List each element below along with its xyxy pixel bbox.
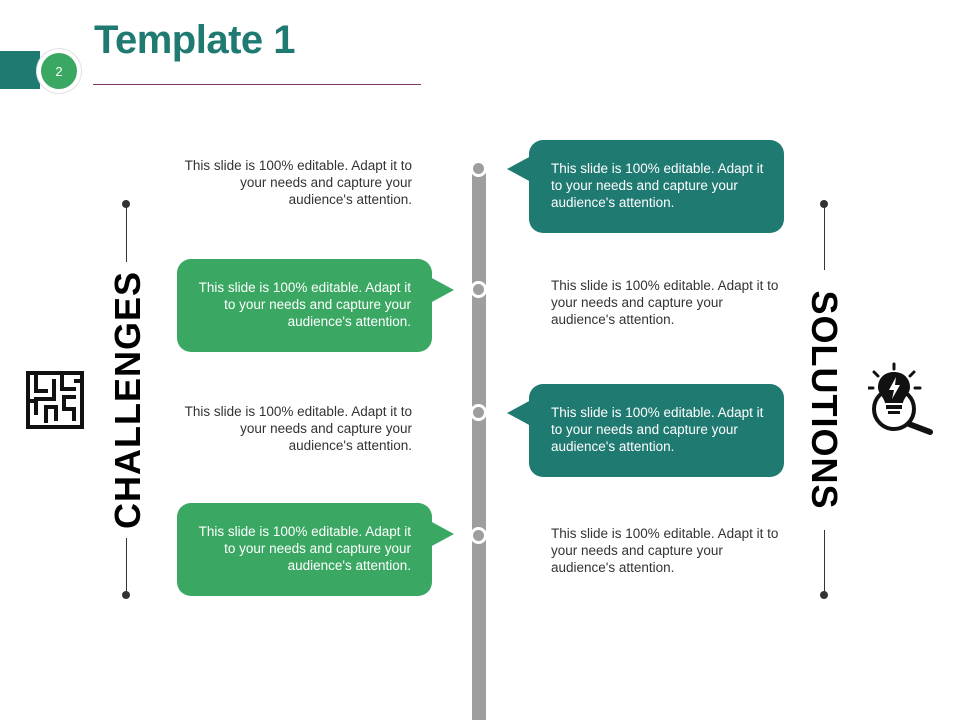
page-number: 2 xyxy=(55,63,63,79)
left-line-top xyxy=(126,204,127,262)
slide-title: Template 1 xyxy=(94,18,296,62)
timeline-rail xyxy=(472,164,486,720)
timeline-node-3 xyxy=(470,404,487,421)
challenge-text-1: This slide is 100% editable. Adapt it to… xyxy=(184,158,412,207)
right-line-top xyxy=(824,204,825,270)
solution-text-2: This slide is 100% editable. Adapt it to… xyxy=(551,278,779,327)
solutions-label: SOLUTIONS xyxy=(804,290,845,510)
header-accent-bar xyxy=(0,51,40,89)
timeline-node-4 xyxy=(470,527,487,544)
solution-bubble-1: This slide is 100% editable. Adapt it to… xyxy=(507,140,784,233)
challenges-label: CHALLENGES xyxy=(107,270,148,530)
maze-icon xyxy=(26,371,84,434)
solution-bubble-3: This slide is 100% editable. Adapt it to… xyxy=(507,384,784,477)
title-underline xyxy=(93,84,421,85)
right-line-bottom xyxy=(824,530,825,596)
solution-text-4: This slide is 100% editable. Adapt it to… xyxy=(551,526,779,575)
challenge-bubble-2: This slide is 100% editable. Adapt it to… xyxy=(177,259,454,352)
page-number-badge: 2 xyxy=(37,49,81,93)
challenge-text-3: This slide is 100% editable. Adapt it to… xyxy=(184,404,412,453)
lightbulb-magnifier-icon xyxy=(866,362,936,443)
timeline-node-1 xyxy=(470,160,487,177)
solution-text-3: This slide is 100% editable. Adapt it to… xyxy=(551,405,764,454)
left-line-bottom-dot xyxy=(122,591,130,599)
solution-text-1: This slide is 100% editable. Adapt it to… xyxy=(551,161,764,210)
challenge-bubble-4: This slide is 100% editable. Adapt it to… xyxy=(177,503,454,596)
right-line-bottom-dot xyxy=(820,591,828,599)
timeline-node-2 xyxy=(470,281,487,298)
left-line-bottom xyxy=(126,538,127,596)
challenge-text-2: This slide is 100% editable. Adapt it to… xyxy=(198,280,411,329)
challenge-text-4: This slide is 100% editable. Adapt it to… xyxy=(198,524,411,573)
